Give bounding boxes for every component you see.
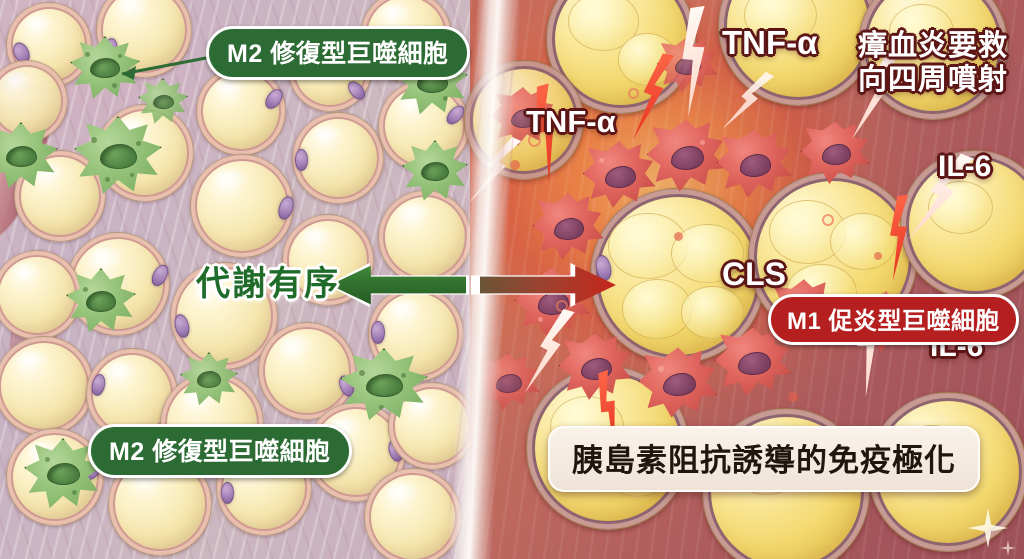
callout-line-1: 瘴血炎要救 <box>858 30 1009 62</box>
adipocyte <box>364 468 462 559</box>
adipocyte <box>0 336 94 436</box>
cell-debris <box>628 88 639 99</box>
lipid-lobule <box>744 0 817 45</box>
lipid-lobule <box>829 213 897 271</box>
arrow-right-wrap <box>471 262 616 308</box>
callout-line-2: 向四周噴射 <box>858 64 1009 96</box>
adipocyte <box>0 60 68 142</box>
macrophage-nucleus <box>99 143 138 169</box>
arrow-right-inflammation <box>480 265 616 305</box>
adipocyte-nucleus <box>220 482 234 505</box>
hypertrophic-adipocyte <box>590 188 766 364</box>
arrow-left-wrap <box>327 262 469 308</box>
cell-debris <box>822 214 834 226</box>
macrophage-nucleus <box>670 145 705 170</box>
cell-debris <box>674 232 683 241</box>
label-m2-macrophage-top: M2 修復型巨噬細胞 <box>206 26 470 80</box>
macrophage-nucleus <box>554 217 585 240</box>
macrophage-nucleus <box>5 145 38 167</box>
adipocyte <box>196 66 287 156</box>
macrophage-nucleus <box>90 58 121 79</box>
adipocyte-nucleus <box>294 149 308 171</box>
lipid-lobule <box>671 223 745 283</box>
adipocyte <box>170 262 278 370</box>
macrophage-nucleus <box>86 291 117 312</box>
arrow-left-metabolic-order <box>330 265 466 305</box>
macrophage-nucleus <box>738 352 771 375</box>
adipocyte-nucleus <box>370 320 385 344</box>
macrophage-nucleus <box>46 463 81 486</box>
adipocyte <box>190 154 297 258</box>
macrophage-nucleus <box>605 165 636 188</box>
macrophage-nucleus <box>421 161 450 181</box>
macrophage-nucleus <box>821 144 851 165</box>
cell-debris <box>556 300 568 312</box>
macrophage-nucleus <box>197 371 222 388</box>
label-il6-top-right: IL-6 <box>938 150 992 183</box>
adipocyte <box>378 190 472 284</box>
label-tnf-alpha-top: TNF-α <box>722 24 818 61</box>
macrophage-nucleus <box>365 373 404 397</box>
label-cls: CLS <box>722 256 786 292</box>
macrophage-nucleus <box>152 94 174 109</box>
cell-debris <box>528 134 541 147</box>
cell-debris <box>510 160 520 170</box>
macrophage-nucleus <box>739 154 772 177</box>
lipid-lobule <box>681 286 745 339</box>
label-tnf-alpha-left: TNF-α <box>526 104 616 139</box>
adipocyte <box>292 112 384 204</box>
state-transition-arrows <box>327 258 616 312</box>
macrophage-nucleus <box>662 373 697 397</box>
label-m1-macrophage: M1 促炎型巨噬細胞 <box>768 294 1020 345</box>
adipocyte-nucleus <box>172 312 192 340</box>
metabolic-order-label: 代謝有序 <box>196 265 340 303</box>
cell-debris <box>788 392 798 402</box>
label-m2-macrophage-bottom: M2 修復型巨噬細胞 <box>88 424 352 478</box>
cell-debris <box>874 252 882 260</box>
adipocyte-nucleus <box>90 373 108 398</box>
title-banner: 胰島素阻抗誘導的免疫極化 <box>548 426 980 492</box>
